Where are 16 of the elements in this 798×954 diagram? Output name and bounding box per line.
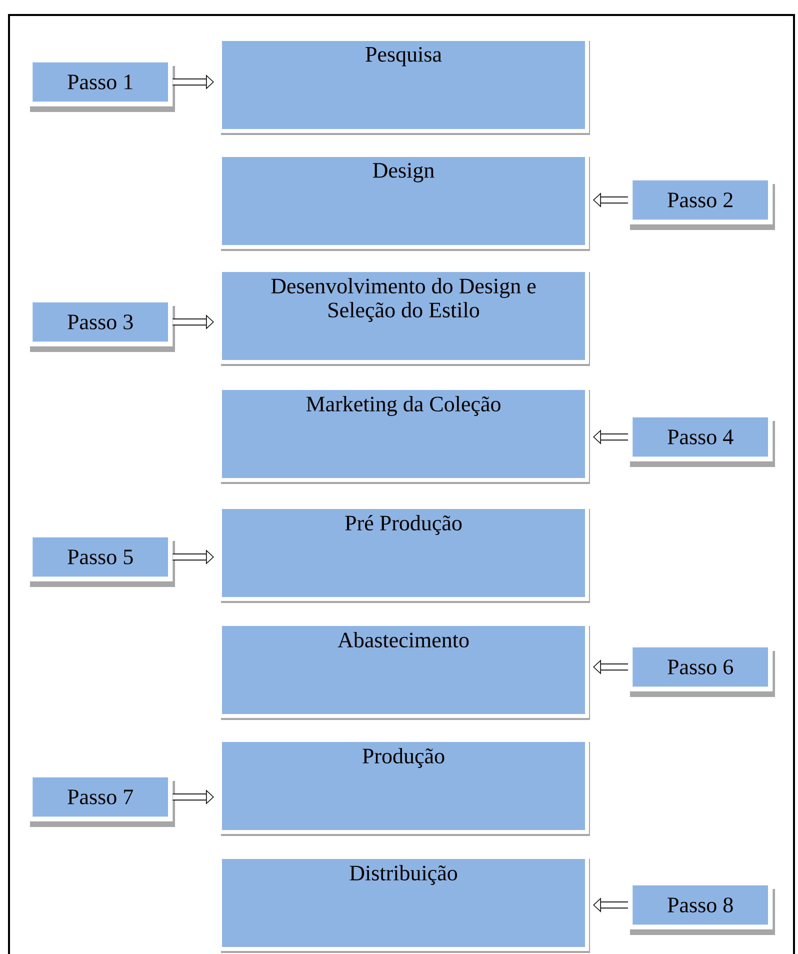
step-box: Passo 2 [628, 176, 775, 230]
step-box: Passo 4 [628, 412, 775, 467]
step-box: Passo 5 [28, 532, 175, 587]
step-box: Passo 7 [28, 772, 175, 827]
process-box: Marketing da Coleção [218, 386, 590, 484]
step-box: Passo 6 [628, 642, 775, 697]
process-box: Desenvolvimento do Design e Seleção do Estilo [218, 268, 590, 366]
process-box: Abastecimento [218, 622, 590, 720]
process-box: Produção [218, 738, 590, 836]
step-box: Passo 3 [28, 298, 175, 352]
step-box: Passo 1 [28, 58, 175, 112]
step-box: Passo 8 [628, 880, 775, 935]
process-box: Pré Produção [218, 505, 590, 603]
process-box: Pesquisa [218, 37, 590, 135]
process-box: Design [218, 153, 590, 251]
process-box: Distribuição [218, 855, 590, 953]
